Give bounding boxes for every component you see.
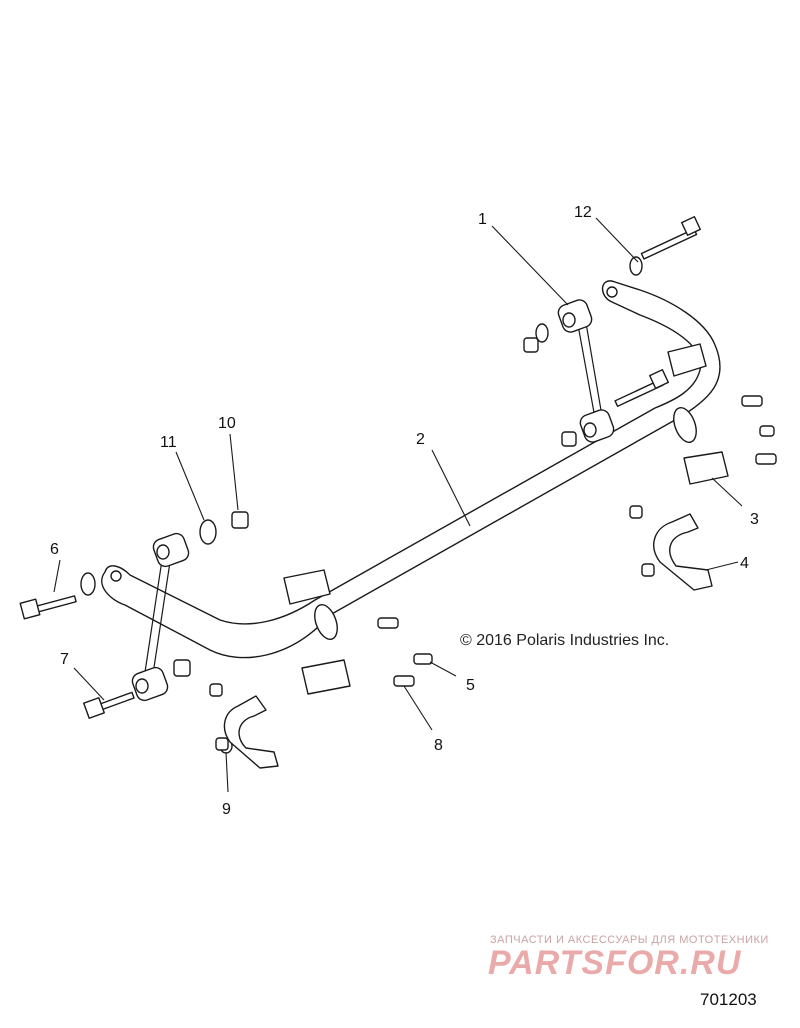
callout-5: 5 <box>466 677 475 694</box>
callout-10: 10 <box>218 415 236 432</box>
washers <box>80 256 643 754</box>
callout-7: 7 <box>60 651 69 668</box>
small-fasteners <box>377 395 777 687</box>
callout-9: 9 <box>222 801 231 818</box>
end-link-left <box>131 532 190 702</box>
figure-number: 701203 <box>700 990 757 1009</box>
callout-3: 3 <box>750 511 759 528</box>
callout-labels: 1 2 3 4 5 6 7 8 9 10 11 12 <box>50 204 759 818</box>
callout-6: 6 <box>50 541 59 558</box>
bolt-right-link <box>614 368 670 407</box>
callout-12: 12 <box>574 204 592 221</box>
bolt-part-7 <box>83 691 135 719</box>
copyright-notice: © 2016 Polaris Industries Inc. <box>460 632 670 649</box>
bolt-part-12 <box>640 215 702 260</box>
callout-2: 2 <box>416 431 425 448</box>
nuts <box>173 337 655 751</box>
callout-4: 4 <box>740 555 749 572</box>
watermark-tagline: ЗАПЧАСТИ И АКСЕССУАРЫ ДЛЯ МОТОТЕХНИКИ <box>490 934 769 946</box>
callout-11: 11 <box>160 434 177 451</box>
clamps <box>223 513 713 769</box>
callout-8: 8 <box>434 737 443 754</box>
callout-1: 1 <box>478 211 487 228</box>
leader-lines <box>53 217 743 793</box>
end-link-right <box>557 299 615 443</box>
bolt-part-6 <box>19 595 77 620</box>
stabilizer-bar <box>101 280 721 659</box>
bushings <box>283 343 729 695</box>
watermark-logo: PARTSFOR.RU <box>488 944 742 982</box>
